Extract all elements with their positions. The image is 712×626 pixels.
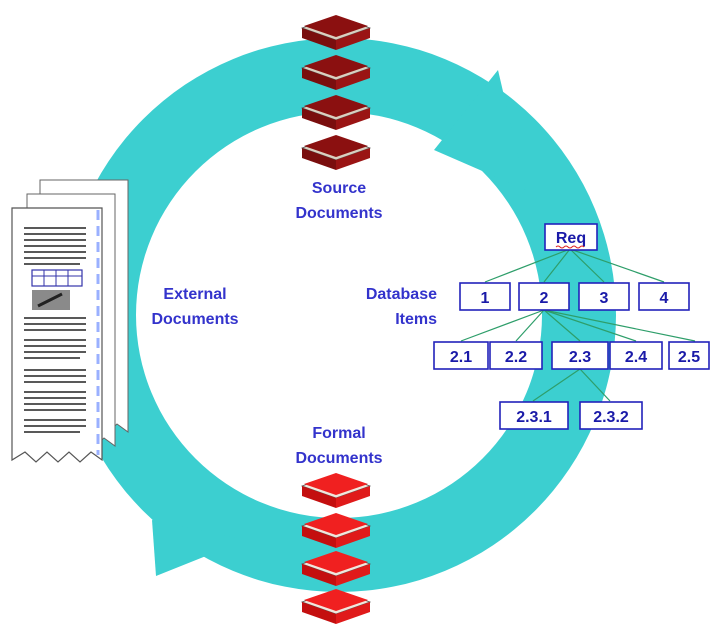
- tree-node-2: 2: [518, 282, 570, 311]
- tree-node-2-4-label: 2.4: [625, 349, 647, 366]
- tree-node-2-3-1: 2.3.1: [499, 401, 569, 430]
- tree-node-2-3-2-label: 2.3.2: [593, 409, 629, 426]
- tree-node-2-3-2: 2.3.2: [579, 401, 643, 430]
- tree-connectors: [460, 248, 696, 402]
- external-documents-label-line2: Documents: [151, 311, 238, 328]
- database-items-label-line1: Database: [366, 286, 437, 303]
- tree-node-2-5-label: 2.5: [678, 349, 700, 366]
- cycle-arrowhead-bottom-left: [152, 520, 246, 576]
- tree-node-2-2: 2.2: [489, 341, 543, 370]
- tree-node-4: 4: [638, 282, 690, 311]
- tree-node-2-1: 2.1: [433, 341, 489, 370]
- external-documents-pages: [11, 179, 129, 463]
- tree-node-2-3: 2.3: [551, 341, 609, 370]
- cycle-arrowhead-top-right: [434, 70, 526, 190]
- tree-node-4-label: 4: [660, 290, 669, 307]
- spellcheck-underline: [555, 245, 585, 249]
- tree-node-2-3-label: 2.3: [569, 349, 591, 366]
- tree-node-2-5: 2.5: [668, 341, 710, 370]
- tree-node-2-label: 2: [540, 290, 549, 307]
- tree-node-1-label: 1: [481, 290, 490, 307]
- source-documents-label-line1: Source: [312, 180, 366, 197]
- source-documents-label-line2: Documents: [295, 205, 382, 222]
- tree-node-1: 1: [459, 282, 511, 311]
- tree-node-3-label: 3: [600, 290, 609, 307]
- tree-node-2-1-label: 2.1: [450, 349, 472, 366]
- tree-node-2-3-1-label: 2.3.1: [516, 409, 552, 426]
- tree-root-label: Req: [556, 230, 586, 247]
- tree-node-2-4: 2.4: [609, 341, 663, 370]
- tree-node-2-2-label: 2.2: [505, 349, 527, 366]
- formal-documents-label-line2: Documents: [295, 450, 382, 467]
- external-documents-label-line1: External: [163, 286, 226, 303]
- tree-root-node: Req: [544, 223, 598, 251]
- tree-node-3: 3: [578, 282, 630, 311]
- database-items-label-line2: Items: [395, 311, 437, 328]
- formal-documents-label-line1: Formal: [312, 425, 365, 442]
